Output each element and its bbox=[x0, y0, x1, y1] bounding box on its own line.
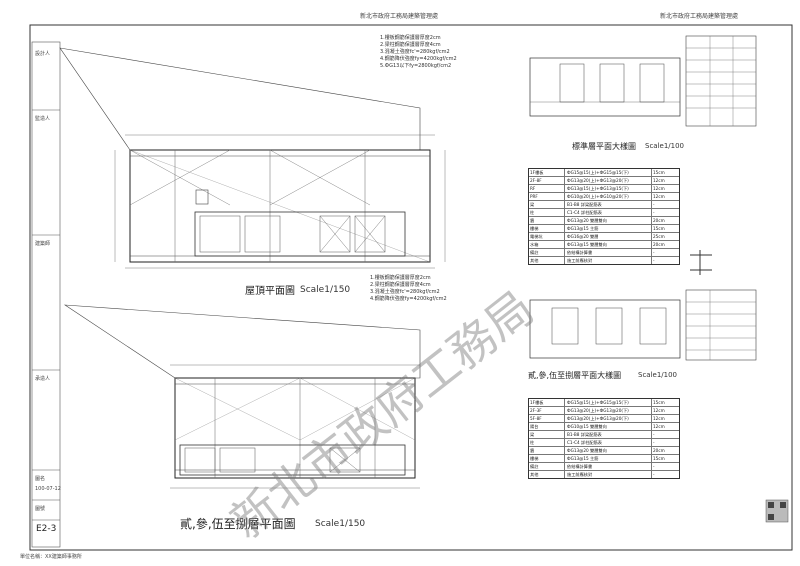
header-right-text: 新北市政府工務局建築管理處 bbox=[660, 13, 739, 20]
right-top-title: 標準層平面大樣圖 bbox=[572, 142, 636, 151]
note-line: 4.鋼筋降伏強度fy=4200kgf/cm2 bbox=[370, 296, 447, 302]
top-plan-title: 屋頂平面圖 bbox=[245, 286, 295, 297]
note-line: 5.ФG13以下fy=2800kgf/cm2 bbox=[380, 63, 452, 69]
footer-text: 單位名稱：XX建築師事務所 bbox=[20, 554, 82, 560]
note-line: 3.混凝土強度fc'=280kgf/cm2 bbox=[370, 289, 440, 295]
right-top-scale: Scale1/100 bbox=[645, 142, 685, 150]
note-line: 1.樓板鋼筋保護層厚度2cm bbox=[380, 35, 441, 41]
table-row: 備註依結構計算書- bbox=[529, 463, 679, 471]
right-mid-title: 貳,參,伍至捌層平面大樣圖 bbox=[528, 371, 622, 380]
side-label: 建築師 bbox=[35, 241, 51, 247]
side-label: 承造人 bbox=[35, 376, 51, 382]
right-mid-scale: Scale1/100 bbox=[638, 371, 678, 379]
bottom-plan-title: 貳,參,伍至捌層平面圖 bbox=[180, 517, 296, 531]
header-center-text: 新北市政府工務局建築管理處 bbox=[360, 13, 439, 20]
note-line: 2.梁柱鋼筋保護層厚度4cm bbox=[370, 282, 431, 288]
table-row: 備註依結構計算書- bbox=[529, 249, 679, 257]
table-row: 其他施工前應核對- bbox=[530, 471, 655, 478]
side-label: 圖號 bbox=[35, 506, 46, 512]
note-line: 1.樓板鋼筋保護層厚度2cm bbox=[370, 275, 431, 281]
top-plan-scale: Scale1/150 bbox=[300, 285, 351, 295]
side-label: 圖名 bbox=[35, 476, 46, 482]
title-block-date: 100-07-12 bbox=[35, 486, 61, 492]
drawing-number: E2-3 bbox=[36, 524, 57, 534]
side-label: 設計人 bbox=[35, 51, 51, 57]
note-line: 3.混凝土強度fc'=280kgf/cm2 bbox=[380, 49, 450, 55]
bottom-plan-scale: Scale1/150 bbox=[315, 519, 366, 529]
side-label: 監造人 bbox=[35, 116, 51, 122]
note-line: 2.梁柱鋼筋保護層厚度4cm bbox=[380, 42, 441, 48]
table-row: 其他施工前應核對- bbox=[530, 257, 655, 264]
note-line: 4.鋼筋降伏強度fy=4200kgf/cm2 bbox=[380, 56, 457, 62]
